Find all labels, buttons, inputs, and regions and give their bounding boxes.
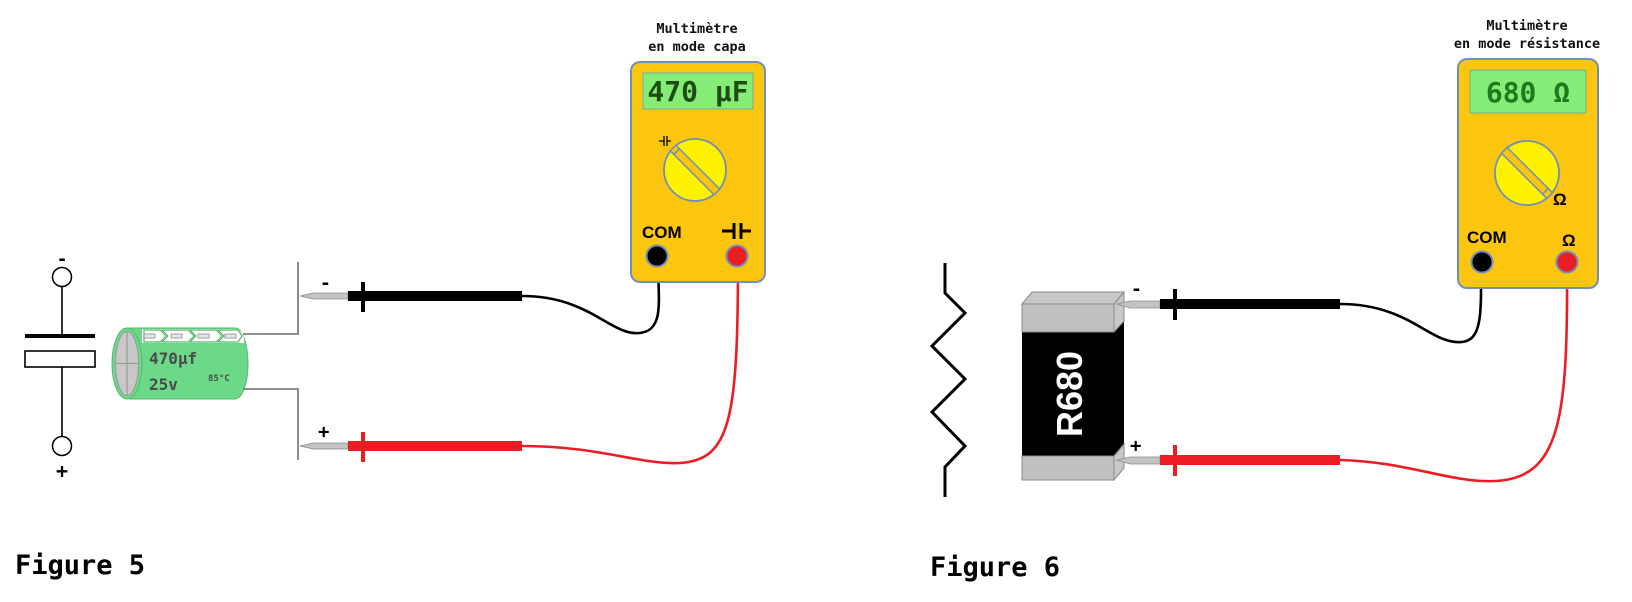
dial-pointer	[1500, 146, 1554, 200]
multimeter-capacitance: Multimètre en mode capa 470 µF COM	[630, 21, 766, 283]
rotary-dial[interactable]	[663, 138, 727, 202]
probe-guard	[1173, 445, 1177, 476]
com-jack[interactable]	[1470, 250, 1494, 274]
probe-cable	[521, 259, 661, 335]
symbol-negative-label: -	[57, 249, 68, 270]
resistor-top-face	[1020, 291, 1126, 305]
probe-guard	[361, 282, 365, 312]
red-probe[interactable]: +	[299, 259, 740, 465]
resistor-marking: R680	[1049, 351, 1090, 437]
probe-handle	[1160, 299, 1340, 309]
capacitor-value-text: 470µf	[149, 349, 197, 368]
capacitor-lead-positive	[243, 388, 299, 460]
capacitor-plate-bottom	[24, 350, 96, 368]
figure-5-caption: Figure 5	[15, 550, 145, 581]
display-reading: 470 µF	[647, 75, 748, 108]
dial-capacitor-mode-icon	[659, 136, 671, 146]
probe-positive-label: +	[1130, 435, 1141, 457]
capacitor-body	[129, 327, 249, 400]
probe-cable	[521, 259, 740, 465]
probe-handle	[348, 441, 522, 451]
figure-5: - + 470µf	[15, 21, 766, 581]
probe-guard	[1173, 289, 1177, 320]
capacitor-input-icon	[722, 223, 751, 239]
display-reading: 680 Ω	[1486, 76, 1570, 109]
resistor-body	[1022, 332, 1114, 456]
resistor-cap-bottom	[1021, 455, 1115, 481]
probe-guard	[361, 432, 365, 462]
capacitor-schematic-symbol: - +	[24, 249, 96, 483]
capacitance-input-jack[interactable]	[725, 244, 749, 268]
figure-6-caption: Figure 6	[930, 552, 1060, 583]
resistor-side-face	[1114, 292, 1124, 470]
symbol-positive-label: +	[56, 459, 68, 483]
multimeter-display	[642, 72, 754, 110]
multimeter-title-line2: en mode capa	[648, 39, 746, 55]
rotary-dial[interactable]	[1494, 140, 1560, 206]
multimeter-title-line2: en mode résistance	[1454, 36, 1600, 52]
probe-handle	[348, 291, 522, 301]
probe-tip	[299, 292, 349, 300]
com-jack[interactable]	[645, 244, 669, 268]
terminal-circle-bottom	[51, 435, 73, 457]
terminal-circle-top	[51, 266, 73, 288]
multimeter-title-line1: Multimètre	[1486, 18, 1567, 34]
dial-resistance-mode-label: Ω	[1553, 190, 1567, 209]
probe-handle	[1160, 455, 1340, 465]
resistance-input-jack[interactable]	[1555, 250, 1579, 274]
com-label: COM	[642, 223, 682, 242]
ohm-input-label: Ω	[1562, 231, 1576, 250]
figure-6: R680 - + Multimètre en mode résistance 6…	[929, 18, 1600, 583]
probe-positive-label: +	[318, 421, 329, 443]
capacitor-plate-top	[25, 334, 95, 338]
probe-cable	[1339, 264, 1569, 483]
multimeter-display	[1469, 69, 1587, 114]
dial-pointer	[669, 144, 721, 196]
capacitor-lead-negative	[243, 262, 299, 335]
capacitor-voltage-text: 25v	[149, 375, 178, 394]
com-label: COM	[1467, 228, 1507, 247]
smd-resistor: R680	[1020, 290, 1126, 482]
electrolytic-capacitor: 470µf 25v 85°C	[111, 262, 299, 460]
capacitor-temperature-text: 85°C	[208, 374, 230, 384]
multimeter-title-line1: Multimètre	[656, 21, 737, 37]
resistor-schematic-symbol	[929, 263, 968, 497]
multimeter-resistance: Multimètre en mode résistance 680 Ω Ω CO…	[1454, 18, 1600, 289]
probe-negative-label: -	[1131, 279, 1142, 300]
resistor-cap-top	[1021, 303, 1115, 333]
red-probe[interactable]: +	[1115, 264, 1569, 483]
probe-negative-label: -	[320, 273, 331, 294]
probe-cable	[1339, 264, 1483, 344]
stripe-dashes	[143, 333, 237, 339]
probe-tip	[299, 442, 349, 450]
black-probe[interactable]: -	[299, 259, 661, 335]
black-probe[interactable]: -	[1115, 264, 1483, 344]
